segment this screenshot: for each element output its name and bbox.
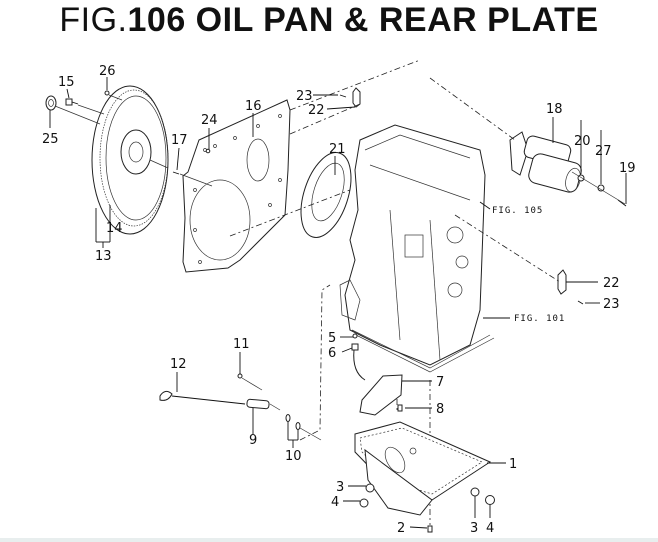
leader-lines: [49, 77, 627, 529]
drain-washer-left-part[interactable]: [365, 483, 375, 493]
drain-plug-right-part[interactable]: [485, 495, 495, 505]
callout-2: 2: [397, 521, 405, 536]
callout-5: 5: [328, 331, 336, 346]
oil-seal-part[interactable]: [291, 146, 360, 243]
bottom-border: [0, 538, 658, 542]
oil-pan-part[interactable]: [354, 421, 492, 516]
callout-22: 22: [603, 276, 620, 291]
callout-27: 27: [595, 144, 612, 159]
drain-washer-right-part[interactable]: [470, 487, 480, 497]
callout-3: 3: [470, 521, 478, 536]
lifting-bracket-upper-part[interactable]: [339, 87, 361, 108]
oring-part[interactable]: [352, 333, 358, 339]
dipstick-part[interactable]: [159, 390, 246, 405]
pan-bolt-part[interactable]: [427, 525, 433, 533]
plate-bolt-part[interactable]: [172, 171, 180, 175]
pipe-bracket-part[interactable]: [359, 374, 403, 416]
oil-suction-tube-part[interactable]: [351, 343, 366, 381]
callout-4: 4: [331, 495, 339, 510]
callout-4: 4: [486, 521, 494, 536]
callout-23: 23: [603, 297, 620, 312]
callout-22: 22: [308, 103, 325, 118]
rear-plate-part[interactable]: [182, 99, 291, 273]
callout-3: 3: [336, 480, 344, 495]
figure-title-prefix: FIG.: [59, 1, 128, 39]
figure-title: FIG.106 OIL PAN & REAR PLATE: [0, 0, 658, 44]
callout-26: 26: [99, 64, 116, 79]
flywheel-part[interactable]: [91, 85, 169, 235]
callout-12: 12: [170, 357, 187, 372]
callout-1: 1: [509, 457, 517, 472]
callout-15: 15: [58, 75, 75, 90]
callout-13: 13: [95, 249, 112, 264]
callout-6: 6: [328, 346, 336, 361]
callout-8: 8: [436, 402, 444, 417]
callout-11: 11: [233, 337, 250, 352]
guide-oring-b-part[interactable]: [295, 422, 301, 430]
reference-fig-101[interactable]: FIG. 101: [514, 314, 565, 324]
plate-pin-part[interactable]: [205, 148, 211, 154]
starter-bolt-part[interactable]: [617, 199, 627, 207]
starter-motor-part[interactable]: [509, 131, 583, 194]
dowel-pin-part[interactable]: [104, 90, 110, 96]
drain-plug-left-part[interactable]: [359, 498, 369, 508]
callout-17: 17: [171, 133, 188, 148]
callout-21: 21: [329, 142, 346, 157]
callout-10: 10: [285, 449, 302, 464]
guide-oring-a-part[interactable]: [285, 414, 291, 422]
callout-25: 25: [42, 132, 59, 147]
callout-16: 16: [245, 99, 262, 114]
dipstick-guide-part[interactable]: [246, 398, 281, 411]
figure-title-main: 106 OIL PAN & REAR PLATE: [127, 1, 599, 39]
callout-14: 14: [106, 221, 123, 236]
engine-block-part: [339, 124, 495, 373]
callout-23: 23: [296, 89, 313, 104]
callout-24: 24: [201, 113, 218, 128]
callout-18: 18: [546, 102, 563, 117]
bracket-bolt-part[interactable]: [397, 404, 403, 412]
exploded-parts-diagram: FIG. 105 FIG. 101 1 2 3 3 4 4 5 6 7 8 9 …: [42, 59, 636, 536]
callout-7: 7: [436, 375, 444, 390]
reference-fig-105[interactable]: FIG. 105: [492, 206, 543, 216]
callout-20: 20: [574, 134, 591, 149]
callout-19: 19: [619, 161, 636, 176]
guide-bolt-part[interactable]: [237, 373, 243, 379]
seal-part[interactable]: [45, 95, 57, 111]
lifting-bracket-lower-part[interactable]: [557, 269, 584, 305]
flywheel-bolt-part[interactable]: [65, 98, 79, 106]
callout-9: 9: [249, 433, 257, 448]
